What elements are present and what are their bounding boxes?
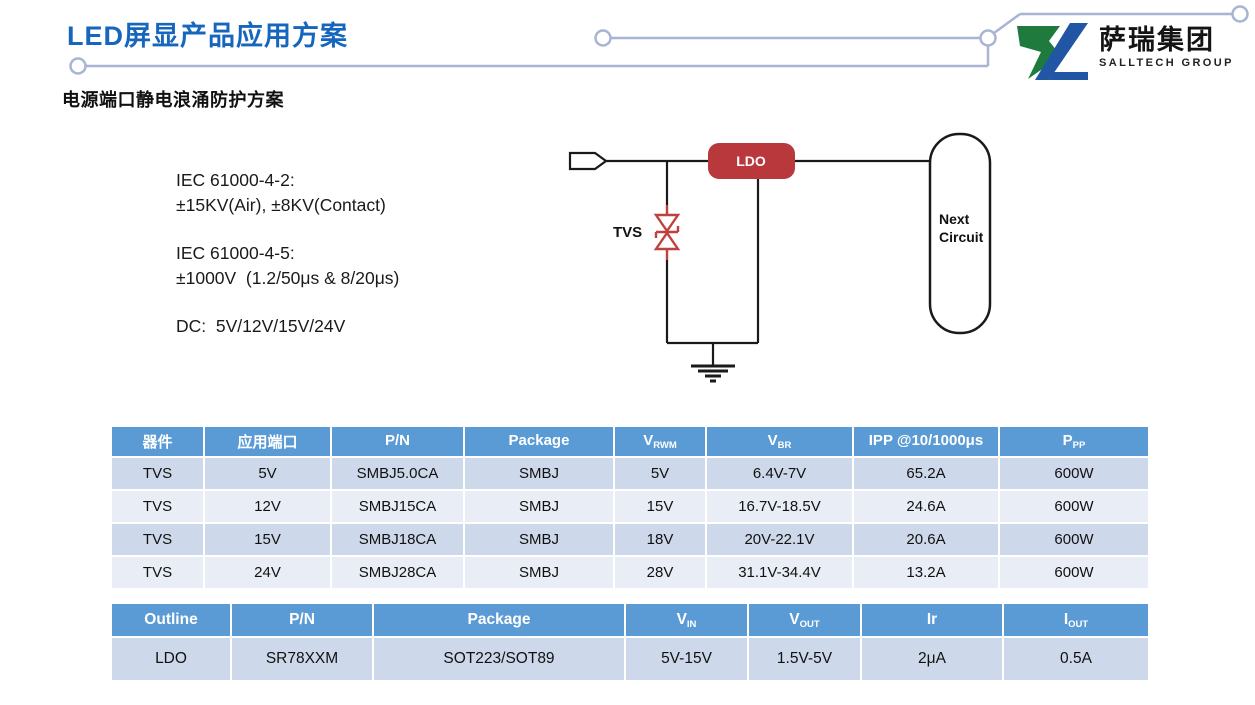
- table-cell: SR78XXM: [230, 636, 374, 682]
- table-cell: 31.1V-34.4V: [705, 555, 854, 590]
- table-cell: 15V: [203, 522, 332, 557]
- table-cell: 5V: [613, 456, 707, 491]
- table-header-cell: P/N: [330, 425, 465, 458]
- table-cell: 28V: [613, 555, 707, 590]
- table-cell: 600W: [998, 555, 1150, 590]
- table-header-cell: VOUT: [747, 602, 862, 638]
- ldo-block: [708, 143, 795, 179]
- table-cell: 20V-22.1V: [705, 522, 854, 557]
- table-cell: 20.6A: [852, 522, 1000, 557]
- company-logo: 萨瑞集团 SALLTECH GROUP: [1014, 20, 1234, 84]
- table-row: TVS 12V SMBJ15CA SMBJ 15V 16.7V-18.5V 24…: [110, 489, 1150, 524]
- table-cell: TVS: [110, 555, 205, 590]
- trace-node-icon: [1231, 5, 1249, 23]
- table-cell: 5V: [203, 456, 332, 491]
- logo-mark-icon: [1017, 23, 1088, 80]
- table-header-cell: Package: [372, 602, 626, 638]
- table-cell: LDO: [110, 636, 232, 682]
- table-row: TVS 5V SMBJ5.0CA SMBJ 5V 6.4V-7V 65.2A 6…: [110, 456, 1150, 491]
- table-cell: SMBJ: [463, 489, 615, 524]
- table-cell: TVS: [110, 489, 205, 524]
- table-cell: 600W: [998, 489, 1150, 524]
- table-cell: SMBJ: [463, 555, 615, 590]
- table-cell: TVS: [110, 456, 205, 491]
- tvs-symbol-icon: [653, 205, 681, 260]
- table-cell: SMBJ15CA: [330, 489, 465, 524]
- table-cell: 600W: [998, 522, 1150, 557]
- table-header-cell: 器件: [110, 425, 205, 458]
- table-header-cell: 应用端口: [203, 425, 332, 458]
- spec-line: IEC 61000-4-2:: [176, 170, 295, 190]
- table-cell: 13.2A: [852, 555, 1000, 590]
- next-circuit-label-line2: Circuit: [939, 229, 984, 245]
- decorative-trace-lines: [69, 5, 1249, 75]
- logo-name-en: SALLTECH GROUP: [1099, 57, 1234, 70]
- table-row: TVS 24V SMBJ28CA SMBJ 28V 31.1V-34.4V 13…: [110, 555, 1150, 590]
- tvs-label: TVS: [613, 224, 642, 241]
- table-cell: 6.4V-7V: [705, 456, 854, 491]
- table-row: TVS 15V SMBJ18CA SMBJ 18V 20V-22.1V 20.6…: [110, 522, 1150, 557]
- spec-text-block: IEC 61000-4-2: ±15KV(Air), ±8KV(Contact)…: [176, 168, 399, 339]
- spec-line: DC: 5V/12V/15V/24V: [176, 316, 346, 336]
- table-header-cell: Outline: [110, 602, 232, 638]
- logo-text: 萨瑞集团 SALLTECH GROUP: [1099, 20, 1234, 70]
- ldo-label: LDO: [736, 153, 766, 169]
- table-cell: SOT223/SOT89: [372, 636, 626, 682]
- table-header-row: Outline P/N Package VIN VOUT Ir IOUT: [110, 602, 1150, 638]
- circuit-diagram: TVS LDO Next Circuit: [568, 132, 992, 383]
- table-cell: 5V-15V: [624, 636, 749, 682]
- table-header-cell: VIN: [624, 602, 749, 638]
- tvs-table: 器件 应用端口 P/N Package VRWM VBR IPP @10/100…: [110, 425, 1150, 590]
- table-header-cell: VRWM: [613, 425, 707, 458]
- table-cell: 2μA: [860, 636, 1004, 682]
- table-cell: 1.5V-5V: [747, 636, 862, 682]
- table-header-cell: IOUT: [1002, 602, 1150, 638]
- input-connector-icon: [568, 151, 608, 171]
- spec-line: IEC 61000-4-5:: [176, 243, 295, 263]
- table-cell: TVS: [110, 522, 205, 557]
- table-cell: 16.7V-18.5V: [705, 489, 854, 524]
- table-cell: SMBJ28CA: [330, 555, 465, 590]
- table-row: LDO SR78XXM SOT223/SOT89 5V-15V 1.5V-5V …: [110, 636, 1150, 682]
- table-cell: 15V: [613, 489, 707, 524]
- table-cell: SMBJ: [463, 456, 615, 491]
- table-header-cell: Ir: [860, 602, 1004, 638]
- trace-node-icon: [69, 57, 87, 75]
- table-header-cell: IPP @10/1000μs: [852, 425, 1000, 458]
- next-circuit-block: [928, 132, 992, 335]
- logo-name-cn: 萨瑞集团: [1099, 25, 1215, 55]
- trace-node-icon: [979, 29, 997, 47]
- ground-icon: [691, 364, 735, 383]
- table-cell: SMBJ5.0CA: [330, 456, 465, 491]
- table-cell: 24V: [203, 555, 332, 590]
- table-cell: 18V: [613, 522, 707, 557]
- trace-node-icon: [594, 29, 612, 47]
- table-header-cell: PPP: [998, 425, 1150, 458]
- table-cell: 24.6A: [852, 489, 1000, 524]
- table-header-cell: VBR: [705, 425, 854, 458]
- table-header-cell: P/N: [230, 602, 374, 638]
- table-cell: SMBJ18CA: [330, 522, 465, 557]
- table-cell: SMBJ: [463, 522, 615, 557]
- wires: [606, 159, 930, 365]
- table-cell: 12V: [203, 489, 332, 524]
- table-header-row: 器件 应用端口 P/N Package VRWM VBR IPP @10/100…: [110, 425, 1150, 458]
- table-header-cell: Package: [463, 425, 615, 458]
- table-cell: 0.5A: [1002, 636, 1150, 682]
- spec-line: ±1000V (1.2/50μs & 8/20μs): [176, 268, 400, 288]
- ldo-table: Outline P/N Package VIN VOUT Ir IOUT LDO…: [110, 602, 1150, 682]
- section-subtitle: 电源端口静电浪涌防护方案: [62, 90, 284, 110]
- page-title: LED屏显产品应用方案: [67, 21, 348, 51]
- table-cell: 600W: [998, 456, 1150, 491]
- spec-line: ±15KV(Air), ±8KV(Contact): [176, 195, 386, 215]
- next-circuit-label-line1: Next: [939, 211, 970, 227]
- table-cell: 65.2A: [852, 456, 1000, 491]
